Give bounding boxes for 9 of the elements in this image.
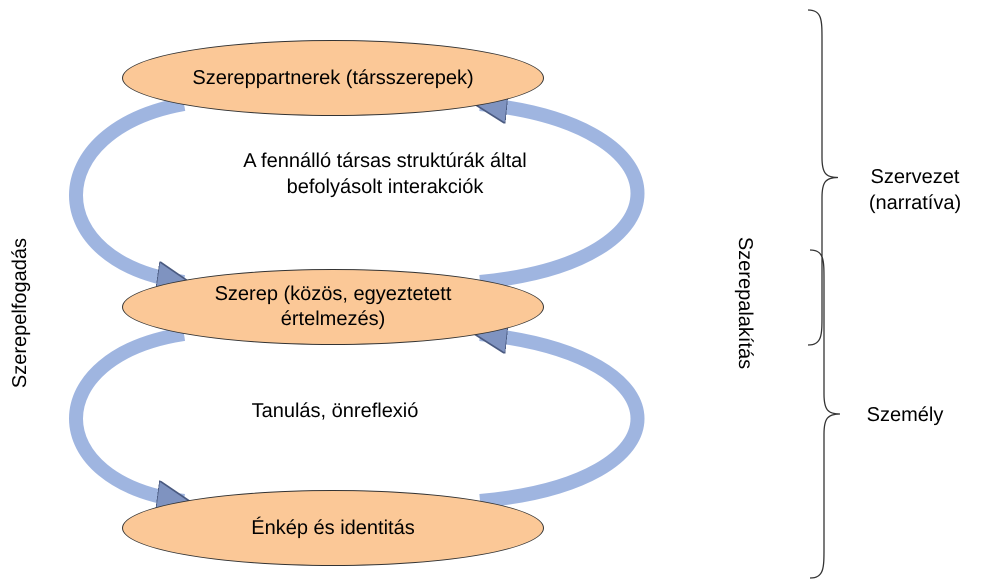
text-label: Tanulás, önreflexió (250, 399, 420, 424)
vertical-label: Szerepelfogadás (8, 236, 32, 390)
node-text: Szerep (közös, egyeztetett értelmezés) (214, 282, 452, 332)
vertical-label: Szerepalakítás (733, 236, 757, 372)
text-label: Szervezet (narratíva) (868, 165, 962, 216)
node-text: Énkép és identitás (251, 516, 415, 540)
node-text: Szereppartnerek (társszerepek) (192, 66, 474, 90)
text-label: Személy (866, 403, 944, 428)
text-label: A fennálló társas struktúrák által befolyásolt interakciók (242, 149, 528, 200)
